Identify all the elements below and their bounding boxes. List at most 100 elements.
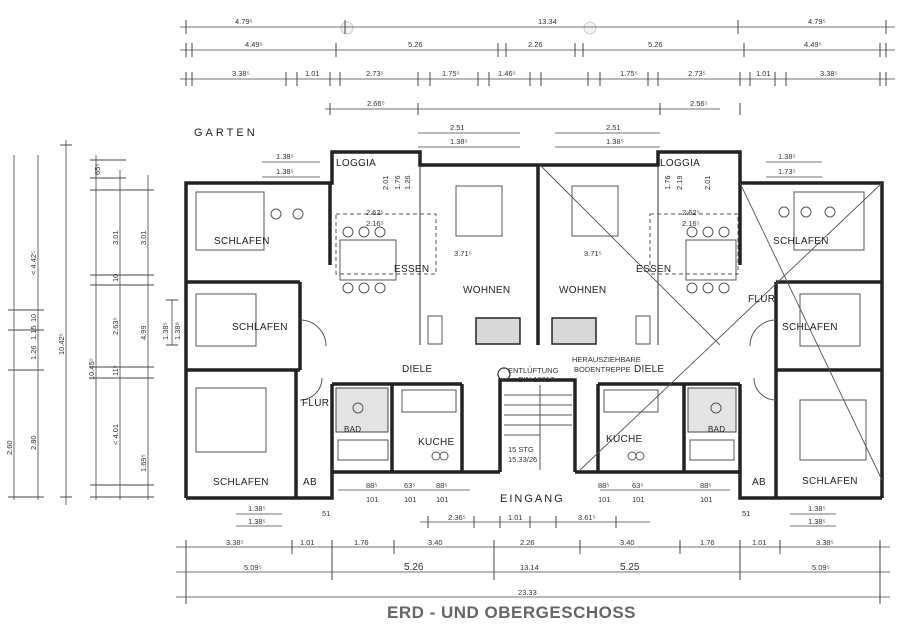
dim-left-i: 3.01 [139, 230, 148, 245]
dim-top-r1: 4.79⁵ [808, 17, 826, 26]
dim-left-m: 1.38⁹ [173, 322, 182, 340]
dim-left-p: 11⁵ [111, 365, 120, 376]
room-essen-right: ESSEN [636, 264, 671, 275]
dim-bot-total: 23.33 [518, 588, 537, 597]
room-kueche-left: KUCHE [418, 437, 455, 448]
note-vent: ENTLÜFTUNG [508, 366, 559, 375]
room-schlafen-bl: SCHLAFEN [213, 477, 269, 488]
dim-ess-l: 2.62⁵ [366, 208, 384, 217]
bottom-dimension-lines [176, 489, 890, 604]
label-garden: GARTEN [194, 127, 258, 139]
dim-top-r3-5: 1.75⁵ [620, 69, 638, 78]
dim-bot-b2-6: 1.76 [700, 538, 715, 547]
dim-loggia-r: 2.51 [606, 123, 621, 132]
room-schlafen-mr: SCHLAFEN [782, 322, 838, 333]
dim-top-m2b: 2.26 [528, 40, 543, 49]
dim-log-c: 1.26 [403, 175, 412, 190]
dim-win-tl2: 1.38⁵ [276, 167, 294, 176]
note-stair-steps: 15 STG [508, 445, 534, 454]
room-loggia-left: LOGGIA [336, 158, 376, 169]
dim-wohnen-r: 3.71⁵ [584, 249, 602, 258]
shaft-marker-left [497, 367, 511, 381]
dim-left-b: 2.80 [29, 435, 38, 450]
dim-left-a: 2.60 [5, 440, 14, 455]
dim-left-o1: < 4.42⁵ [29, 251, 38, 275]
room-flur-right: FLUR [748, 294, 775, 305]
dim-bot-small-h: 63⁵ [632, 481, 643, 490]
dim-bot-b2-5: 3.40 [620, 538, 635, 547]
dim-loggia-l2: 1.38⁵ [450, 137, 468, 146]
dim-top-l2: 4.49⁵ [245, 40, 263, 49]
dim-top-r3-1: 1.01 [305, 69, 320, 78]
dim-bot-small-l: 101 [700, 495, 713, 504]
dim-top-r3-0: 3.38⁵ [232, 69, 250, 78]
dim-left-g: 2.63⁵ [111, 317, 120, 335]
punch-hole-left [340, 21, 354, 35]
dim-left-o2: 10.42⁵ [57, 333, 66, 355]
dim-bot-b2-0: 3.38⁵ [226, 538, 244, 547]
room-schlafen-tr: SCHLAFEN [773, 236, 829, 247]
dim-left-f: 3.01 [111, 230, 120, 245]
dim-top-r3-3: 1.75⁵ [442, 69, 460, 78]
dim-bot-b1b: 5.26 [404, 562, 424, 573]
room-essen-left: ESSEN [394, 264, 429, 275]
dim-bot-b4r: 1.38⁵ [808, 504, 826, 513]
dim-win-tr: 1.38⁵ [778, 152, 796, 161]
furniture [195, 185, 867, 470]
left-dimension-lines [8, 140, 178, 505]
dim-log-a: 2.01 [381, 175, 390, 190]
dim-wohnen-l: 3.71⁵ [454, 249, 472, 258]
drawing-title: ERD - UND OBERGESCHOSS [387, 603, 636, 622]
dim-bot-b2-2: 1.76 [354, 538, 369, 547]
room-schlafen-tl: SCHLAFEN [214, 236, 270, 247]
dim-top-m2a: 5.26 [408, 40, 423, 49]
note-stair-attic: BODENTREPPE [574, 365, 631, 374]
dim-bot-small-d: 101 [366, 495, 379, 504]
dim-bot-small-f: 101 [436, 495, 449, 504]
note-vent-din: n DIN 18017 [512, 375, 554, 384]
dim-top-total: 13.34 [538, 17, 557, 26]
dim-ess-l2: 2.16⁵ [366, 219, 384, 228]
room-kueche-right: KUCHE [606, 434, 643, 445]
room-bad-right: BAD [708, 425, 725, 434]
dim-bot-small-i: 88⁵ [700, 481, 711, 490]
dim-log-f: 2.19 [675, 175, 684, 190]
room-flur-left: FLUR [302, 398, 329, 409]
dim-ess-r: 2.62⁵ [682, 208, 700, 217]
dim-log-b: 1.76 [393, 175, 402, 190]
dim-bot-small-g: 88⁵ [598, 481, 609, 490]
dim-bot-b1a: 5.09⁵ [244, 563, 262, 572]
dim-bot-b2-4: 2.26 [520, 538, 535, 547]
dim-bot-b1c: 13.14 [520, 563, 539, 572]
room-schlafen-ml: SCHLAFEN [232, 322, 288, 333]
dim-top-l1: 4.79⁵ [235, 17, 253, 26]
note-stair-pull: HERAUSZIEHBARE [572, 355, 641, 364]
dim-left-h: < 4.01 [111, 424, 120, 445]
room-diele-left: DIELE [402, 364, 432, 375]
dim-bot-small-c: 88⁵ [436, 481, 447, 490]
dim-bot-b4r2: 1.38⁵ [808, 517, 826, 526]
dim-left-c: 1.26 [29, 345, 38, 360]
dim-top-r3-4: 1.46⁵ [498, 69, 516, 78]
dim-bot-b3-2: 3.61⁵ [578, 513, 596, 522]
room-wohnen-left: WOHNEN [463, 285, 510, 296]
room-bad-left: BAD [344, 425, 361, 434]
dim-bot-b2-7: 1.01 [752, 538, 767, 547]
dim-ess-r2: 2.16⁵ [682, 219, 700, 228]
dim-left-j: 4.99 [139, 325, 148, 340]
dim-bot-b2-8: 3.38⁵ [816, 538, 834, 547]
dim-bot-b4l: 1.38⁵ [248, 504, 266, 513]
dim-left-k: 1.69⁵ [139, 454, 148, 472]
dim-bot-small-j: 101 [598, 495, 611, 504]
dim-top-m2c: 5.26 [648, 40, 663, 49]
dim-bot-small-e: 101 [404, 495, 417, 504]
dim-win-tr2: 1.73⁵ [778, 167, 796, 176]
dim-top-r3-7: 1.01 [756, 69, 771, 78]
dim-top-r3-6: 2.73⁵ [688, 69, 706, 78]
room-loggia-right: LOGGIA [660, 158, 700, 169]
dim-loggia-r2: 1.38⁵ [606, 137, 624, 146]
dim-bot-small-b: 63⁵ [404, 481, 415, 490]
room-schlafen-br: SCHLAFEN [802, 476, 858, 487]
dim-bot-b4l2: 1.38⁵ [248, 517, 266, 526]
